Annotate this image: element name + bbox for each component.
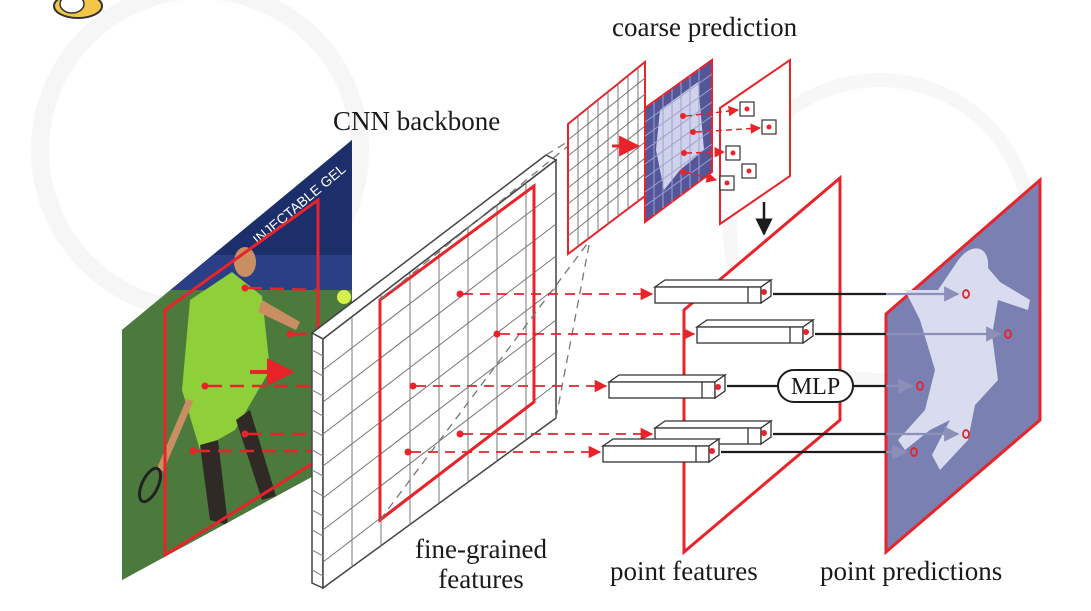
fine-grained-features-label: fine-grained features [392, 534, 570, 594]
fine-grained-label-line1: fine-grained [415, 534, 547, 564]
vector-to-prediction-arrows [721, 286, 1002, 460]
backbone-edge-grid [311, 349, 324, 577]
cnn-backbone-block [310, 154, 558, 590]
point-features-panel [682, 174, 842, 556]
feature-vector [694, 318, 816, 345]
cnn-backbone-label: CNN backbone [333, 106, 501, 136]
fine-grained-label-line2: features [438, 564, 524, 594]
point-features-label: point features [610, 556, 758, 586]
corner-badge-icon [53, 0, 103, 19]
prediction-points [910, 289, 1012, 457]
subdivision-panel [685, 58, 791, 236]
point-predictions-label: point predictions [820, 556, 1003, 586]
input-image: INJECTABLE GEL [122, 140, 352, 580]
point-predictions-panel [884, 176, 1042, 556]
feature-to-vector-links [411, 287, 696, 459]
feature-vector [606, 373, 728, 400]
feature-points [404, 290, 501, 456]
coarse-mask [644, 58, 713, 224]
image-to-feature-links [196, 286, 319, 453]
feature-vectors [600, 278, 816, 464]
input-points [189, 284, 294, 455]
coarse-prediction-label: coarse prediction [612, 12, 798, 42]
mlp-label: MLP [791, 374, 840, 400]
coarse-prediction-grid [567, 59, 646, 257]
feature-vector [652, 278, 774, 305]
mlp-node: MLP [777, 369, 854, 403]
feature-vector [600, 437, 722, 464]
